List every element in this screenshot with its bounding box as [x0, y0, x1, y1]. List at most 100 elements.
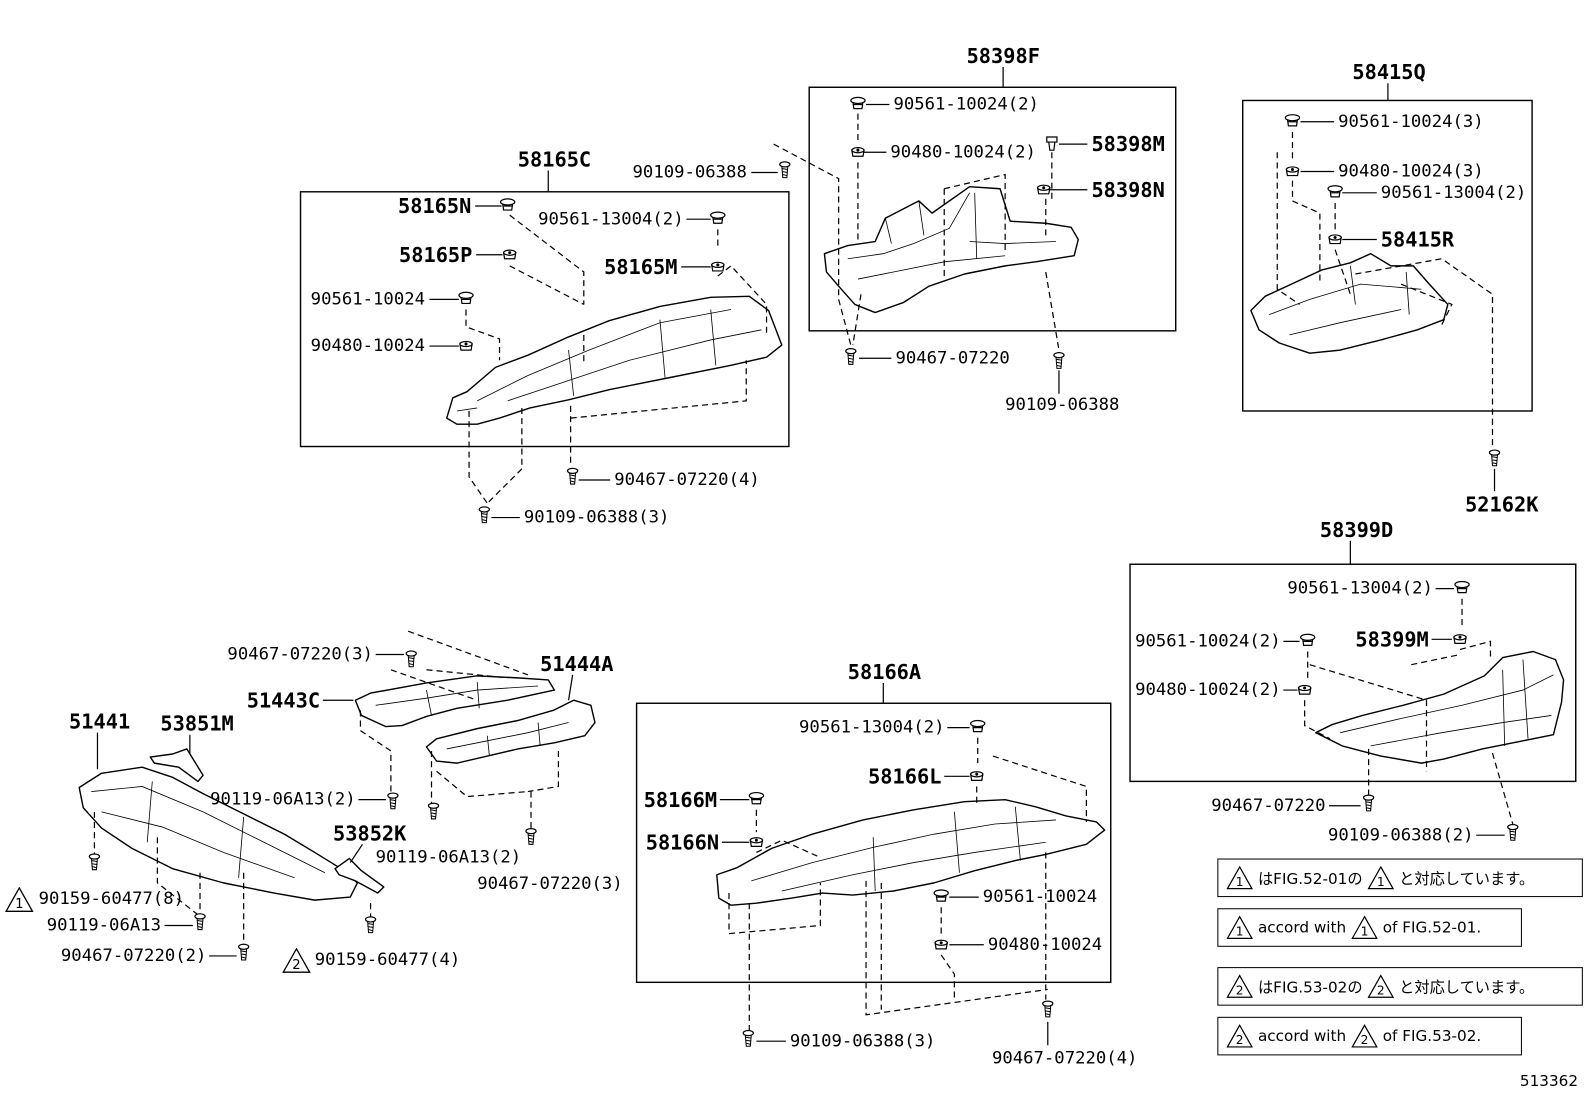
nut-fastener-icon — [459, 340, 473, 351]
screw-icon — [845, 347, 857, 365]
part-51443C-detail — [375, 681, 539, 716]
callout-label[interactable]: 90480-10024(2) — [1135, 679, 1281, 701]
note-text: of FIG.53-02. — [1382, 1026, 1482, 1046]
clip-fastener-icon — [970, 719, 986, 733]
assembly-58398F-label[interactable]: 58398F — [966, 43, 1040, 68]
callout-label[interactable]: 51443C — [246, 688, 321, 713]
callout-label[interactable]: 58166N — [645, 830, 720, 855]
callout-label[interactable]: 90467-07220(3) — [477, 873, 623, 895]
assembly-58399D-label[interactable]: 58399D — [1319, 517, 1394, 542]
triangle-shape — [1367, 974, 1395, 998]
note-text: of FIG.52-01. — [1382, 918, 1482, 937]
assembly-58415Q-label[interactable]: 58415Q — [1352, 59, 1426, 85]
screw-icon — [194, 913, 206, 931]
clip-fastener-icon — [748, 791, 765, 805]
triangle-shape — [1351, 915, 1378, 939]
callout-label[interactable]: 90480-10024(2) — [890, 142, 1036, 163]
callout-label[interactable]: 90467-07220(4) — [991, 1048, 1138, 1069]
assembly-58415Q-frame — [1242, 99, 1533, 412]
callout-label[interactable]: 90561-10024 — [310, 289, 425, 310]
callout-label[interactable]: 53851M — [160, 711, 234, 736]
callout-label[interactable]: 53852K — [333, 820, 407, 846]
callout-label[interactable]: 90109-06388 — [632, 162, 747, 183]
callout-label[interactable]: 90561-13004(2) — [538, 209, 684, 230]
screw-icon — [1488, 449, 1501, 467]
note-fig53-en: 2 accord with 2 of FIG.53-02. — [1217, 1016, 1522, 1056]
clip-fastener-icon — [1454, 580, 1470, 594]
callout-label[interactable]: 58398M — [1091, 131, 1165, 157]
nut-fastener-icon — [711, 261, 725, 272]
callout-label[interactable]: 58415R — [1380, 227, 1455, 252]
callout-label[interactable]: 90467-07220 — [895, 348, 1010, 369]
clip-fastener-icon — [458, 291, 474, 305]
note-marker-icon: 2 — [1367, 974, 1395, 998]
callout-label[interactable]: 90467-07220(3) — [227, 644, 373, 665]
marker-number: 2 — [1236, 1033, 1244, 1047]
callout-label[interactable]: 90561-10024(3) — [1338, 111, 1484, 132]
callout-label[interactable]: 90109-06388(3) — [523, 507, 670, 528]
triangle-shape — [1226, 1024, 1253, 1048]
callout-label[interactable]: 90480-10024(3) — [1338, 161, 1484, 182]
callout-label[interactable]: 58165N — [397, 193, 472, 219]
callout-label[interactable]: 90561-13004(2) — [1380, 182, 1527, 203]
callout-label[interactable]: 90480-10024 — [310, 335, 425, 357]
triangle-shape — [1226, 865, 1253, 890]
part-58415Q-shape — [1250, 252, 1449, 354]
callout-label[interactable]: 90561-13004(2) — [1287, 578, 1433, 599]
callout-label[interactable]: 90119-06A13(2) — [210, 789, 356, 810]
part-58399D-detail — [1340, 659, 1554, 747]
callout-label[interactable]: 58165P — [399, 242, 473, 267]
triangle-shape — [5, 886, 34, 912]
screw-icon — [742, 1029, 754, 1047]
assembly-58166A-label[interactable]: 58166A — [847, 659, 922, 684]
nut-fastener-icon — [502, 249, 517, 260]
triangle-shape — [1351, 1024, 1378, 1048]
callout-label[interactable]: 90467-07220(2) — [60, 945, 207, 967]
part-58166A-shape — [716, 798, 1106, 906]
marker-number: 1 — [1236, 925, 1244, 939]
nut-fastener-icon — [749, 837, 764, 847]
assembly-58398F-dashed-guides — [773, 113, 1060, 351]
callout-label[interactable]: 90467-07220(4) — [614, 469, 760, 491]
clip-fastener-icon — [1299, 633, 1316, 647]
marker-number: 2 — [1236, 983, 1244, 997]
assembly-58165C-label[interactable]: 58165C — [517, 147, 592, 172]
part-51441-shape — [78, 766, 359, 901]
nut-fastener-icon — [851, 147, 865, 157]
callout-label[interactable]: 58399M — [1355, 627, 1429, 652]
note-marker-icon: 2 — [1351, 1024, 1378, 1048]
note-text: accord with — [1257, 918, 1347, 937]
callout-label[interactable]: 58398N — [1091, 177, 1165, 202]
callout-label[interactable]: 90561-13004(2) — [799, 717, 945, 738]
callout-label[interactable]: 90561-10024(2) — [1135, 631, 1281, 652]
note-marker-icon: 2 — [1226, 1024, 1253, 1048]
triangle-shape — [1367, 865, 1395, 890]
callout-label[interactable]: 90109-06388(3) — [789, 1031, 936, 1052]
callout-label[interactable]: 90119-06A13(2) — [375, 847, 522, 868]
part-51444A-shape — [425, 699, 596, 764]
screw-icon — [88, 853, 101, 871]
callout-label[interactable]: 90159-60477(8) — [38, 888, 185, 910]
callout-label[interactable]: 90109-06388(2) — [1328, 825, 1474, 846]
assembly-58415Q-leaders — [1300, 83, 1389, 241]
screw-icon — [1042, 1000, 1054, 1018]
callout-label[interactable]: 90561-10024 — [982, 886, 1098, 908]
callout-label[interactable]: 90109-06388 — [1005, 394, 1120, 416]
front-cover-dashed-guides — [93, 630, 560, 947]
callout-label[interactable]: 58165M — [604, 254, 678, 280]
part-58165C-detail — [456, 309, 762, 412]
callout-label[interactable]: 51441 — [69, 709, 131, 734]
part-58166A-detail — [751, 806, 1056, 892]
marker-number: 1 — [1236, 875, 1244, 889]
callout-label[interactable]: 58166L — [868, 764, 942, 789]
callout-label[interactable]: 90119-06A13 — [46, 915, 162, 936]
callout-label[interactable]: 51444A — [540, 651, 614, 676]
note-marker-2-icon: 2 — [282, 947, 311, 973]
callout-label[interactable]: 90159-60477(4) — [314, 949, 461, 971]
callout-label[interactable]: 52162K — [1465, 492, 1539, 517]
callout-label[interactable]: 90480-10024 — [987, 934, 1103, 955]
callout-label[interactable]: 90467-07220 — [1211, 795, 1326, 816]
callout-label[interactable]: 58166M — [643, 787, 718, 812]
callout-label[interactable]: 90561-10024(2) — [893, 94, 1039, 115]
screw-icon — [1362, 794, 1375, 812]
